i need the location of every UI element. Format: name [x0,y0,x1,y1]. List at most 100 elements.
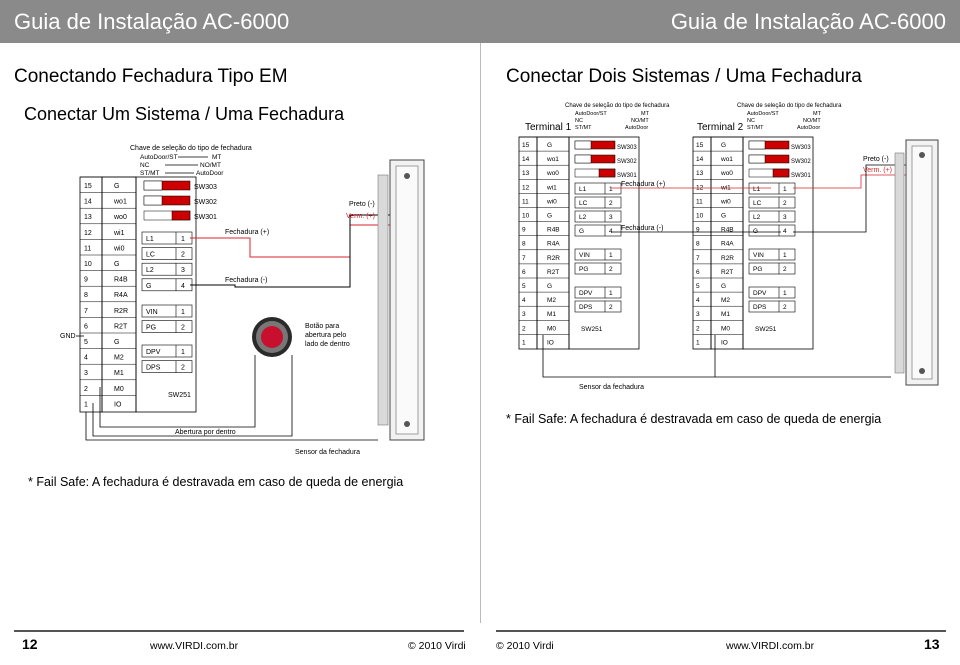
t2-switch-right-2: NO/MT [803,118,821,124]
connector-pin-number: 4 [609,228,613,235]
left-sensor-label: Sensor da fechadura [295,449,360,456]
right-page-number: 13 [924,636,940,652]
terminal-label: R4B [547,227,560,234]
terminal-number: 4 [84,355,88,362]
right-lock-plus-label: Fechadura (+) [621,181,665,188]
connector-pin-number: 2 [181,365,185,372]
connector-pin-label: VIN [753,252,764,259]
black-wire-label: Preto (-) [349,201,375,208]
terminal-label: G [547,213,552,220]
connector-pin-number: 2 [783,304,787,311]
terminal-number: 4 [696,297,700,304]
terminal-number: 10 [522,213,530,220]
terminal-number: 3 [84,370,88,377]
button-label-3: lado de dentro [305,341,350,348]
terminal-number: 15 [696,142,704,149]
terminal-label: wi0 [113,245,125,252]
terminal-label: R4A [721,241,734,248]
terminal-number: 13 [696,170,704,177]
connector-pin-label: LC [579,200,588,207]
lock-minus-label: Fechadura (-) [225,277,267,284]
terminal-number: 1 [84,401,88,408]
t2-switch-left-2: NC [747,118,755,124]
left-footer-rule [14,630,464,632]
right-sensor-label: Sensor da fechadura [579,384,644,391]
connector-pin-label: PG [753,266,762,273]
terminal-label: G [114,339,119,346]
terminal-number: 12 [84,230,92,237]
connector-pin-label: VIN [579,252,590,259]
terminal-label: M2 [721,297,730,304]
connector-pin-label: DPS [146,365,161,372]
right-header-banner: Guia de Instalação AC-6000 [480,0,960,43]
terminal-number: 12 [522,184,530,191]
terminal-label: M1 [547,311,556,318]
connector-pin-number: 3 [783,214,787,221]
connector-pin-label: G [579,228,584,235]
terminal-label: G [721,213,726,220]
terminal2-label: Terminal 2 [697,122,744,133]
switch-label: SW301 [791,173,811,179]
sw251-label: SW251 [168,392,191,399]
switch-left-label-1: AutoDoor/ST [140,154,178,161]
em-lock [377,159,425,441]
terminal-label: M1 [721,311,730,318]
terminal-number: 9 [84,277,88,284]
connector-pin-label: L1 [146,236,154,243]
t1-switch-left-3: ST/MT [575,125,592,131]
t2-switch-title: Chave de seleção do tipo de fechadura [737,103,842,109]
lock-plus-label: Fechadura (+) [225,229,269,236]
terminal-label: G [114,261,119,268]
terminal-label: R2T [721,269,733,276]
connector-pin-number: 1 [609,252,613,259]
page-divider [480,43,481,623]
right-wiring-diagram: Terminal 1 Terminal 2 Chave de seleção d… [518,103,939,391]
terminal-number: 2 [696,325,700,332]
connector-pin-label: L2 [146,267,154,274]
terminal-number: 10 [696,213,704,220]
terminal-label: wo0 [546,170,559,177]
switch-label: SW301 [617,173,637,179]
terminal-number: 5 [84,339,88,346]
terminal-number: 6 [522,269,526,276]
terminal-number: 14 [522,156,530,163]
terminal-number: 11 [696,198,703,205]
right-red-wire-label: Verm. (+) [863,167,892,174]
terminal-number: 7 [696,255,700,262]
switch-sw302 [143,195,191,206]
button-label-2: abertura pelo [305,332,346,339]
terminal-number: 14 [696,156,704,163]
switch-label: SW302 [791,159,811,165]
t2-switch-left-3: ST/MT [747,125,764,131]
terminal-label: G [721,283,726,290]
connector-pin-number: 4 [783,228,787,235]
connector-pin-number: 1 [783,186,787,193]
left-header-title: Guia de Instalação AC-6000 [14,9,290,34]
terminal-number: 5 [696,283,700,290]
connector-pin-number: 2 [609,266,613,273]
right-black-wire-label: Preto (-) [863,156,889,163]
connector-pin-number: 3 [181,267,185,274]
terminal-label: wo1 [546,156,559,163]
connector-pin-label: DPV [579,290,593,297]
switch-label: SW303 [791,145,811,151]
switch-left-label-3: ST/MT [140,170,160,177]
terminal-label: wi1 [113,230,125,237]
terminal-number: 15 [522,142,530,149]
connector-pin-number: 1 [609,290,613,297]
connector-pin-label: DPS [579,304,593,311]
connector-pin-label: L1 [579,186,587,193]
terminal-label: wo1 [113,199,127,206]
terminal-label: R2R [721,255,734,262]
terminal-label: R4B [114,277,128,284]
terminal-number: 2 [522,325,526,332]
t1-switch-left-2: NC [575,118,583,124]
terminal-number: 11 [84,245,91,252]
left-page-number: 12 [22,636,38,652]
connector-pin-number: 2 [783,266,787,273]
connector-pin-label: G [146,283,151,290]
